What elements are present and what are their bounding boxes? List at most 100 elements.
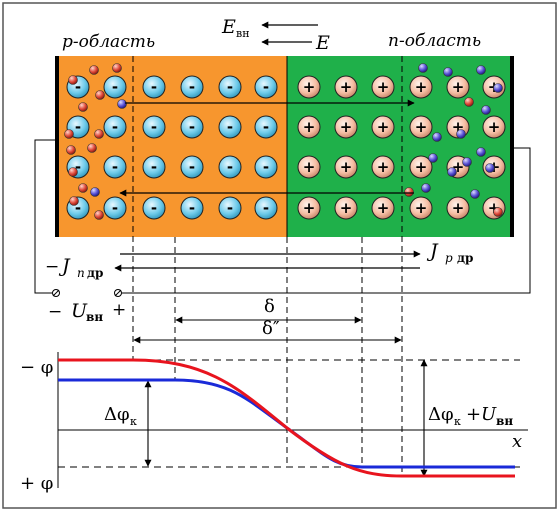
svg-text:+: + [377, 78, 390, 96]
external-field-label: E [221, 16, 236, 38]
electron [90, 187, 100, 197]
drift-n-sub1: n [77, 266, 85, 280]
acceptor-ion: - [103, 115, 127, 139]
svg-text:+: + [303, 118, 316, 136]
donor-ion: + [409, 115, 433, 139]
svg-text:+: + [340, 78, 353, 96]
drift-p-sub2: др [457, 251, 473, 265]
circuit-wire-left [34, 139, 57, 294]
dphi-subscript: к [130, 415, 137, 428]
acceptor-ion: - [254, 196, 278, 220]
acceptor-ion: - [180, 115, 204, 139]
hole [78, 102, 88, 112]
donor-ion: + [446, 75, 470, 99]
acceptor-ion: - [142, 155, 166, 179]
donor-ion: + [371, 75, 395, 99]
svg-text:-: - [112, 158, 118, 176]
svg-text:+: + [377, 118, 390, 136]
electron [418, 63, 428, 73]
hole [112, 63, 122, 73]
delta2-label: δ″ [262, 318, 280, 339]
voltage-subscript: вн [86, 310, 103, 324]
hole [95, 90, 105, 100]
hole [94, 210, 104, 220]
acceptor-ion: - [218, 75, 242, 99]
electron [432, 132, 442, 142]
acceptor-ion: - [180, 75, 204, 99]
svg-text:-: - [112, 199, 118, 217]
svg-text:+: + [303, 158, 316, 176]
svg-text:+: + [415, 118, 428, 136]
donor-ion: + [371, 196, 395, 220]
acceptor-ion: - [142, 196, 166, 220]
acceptor-ion: - [218, 155, 242, 179]
acceptor-ion: - [180, 155, 204, 179]
svg-text:-: - [112, 118, 118, 136]
svg-text:-: - [263, 199, 269, 217]
drift-n-minus: − [45, 257, 59, 277]
donor-ion: + [334, 155, 358, 179]
dphi-total-plus: + [466, 404, 481, 425]
acceptor-ion: - [254, 155, 278, 179]
hole [68, 75, 78, 85]
svg-text:-: - [263, 158, 269, 176]
svg-text:+: + [340, 158, 353, 176]
svg-text:+: + [452, 199, 465, 217]
svg-text:-: - [151, 199, 157, 217]
voltage-label: U [71, 300, 88, 322]
drift-p-label: J [426, 240, 439, 262]
donor-ion: + [482, 196, 506, 220]
acceptor-ion: - [103, 196, 127, 220]
electron [447, 167, 457, 177]
svg-text:-: - [263, 78, 269, 96]
donor-ion: + [334, 115, 358, 139]
internal-field-label: E [315, 32, 330, 54]
donor-ion: + [371, 155, 395, 179]
terminal-plus-slash [114, 289, 122, 297]
voltage-minus-sign: − [48, 302, 62, 322]
electron [493, 83, 503, 93]
donor-ion: + [446, 196, 470, 220]
svg-text:+: + [303, 199, 316, 217]
acceptor-ion: - [103, 75, 127, 99]
drift-p-sub1: p [445, 251, 453, 265]
electron [428, 153, 438, 163]
acceptor-ion: - [142, 75, 166, 99]
acceptor-ion: - [218, 115, 242, 139]
donor-ion: + [297, 155, 321, 179]
drift-n-label: J [58, 255, 71, 277]
svg-text:-: - [151, 158, 157, 176]
svg-text:-: - [75, 78, 81, 96]
hole [66, 145, 76, 155]
electron [443, 67, 453, 77]
n-region-block [287, 56, 512, 237]
svg-text:+: + [377, 199, 390, 217]
hole [87, 143, 97, 153]
donor-ion: + [297, 75, 321, 99]
drift-n-sub2: др [87, 266, 103, 280]
acceptor-ion: - [103, 155, 127, 179]
donor-ion: + [409, 75, 433, 99]
svg-text:-: - [227, 158, 233, 176]
donor-ion: + [409, 196, 433, 220]
svg-text:-: - [151, 78, 157, 96]
svg-text:-: - [75, 158, 81, 176]
donor-ion: + [334, 196, 358, 220]
electron [456, 129, 466, 139]
svg-text:-: - [263, 118, 269, 136]
ion-lattice: ------++++++------++++++------++++++----… [66, 75, 506, 220]
electron [470, 189, 480, 199]
donor-ion: + [334, 75, 358, 99]
dphi-total-label: Δφ [428, 404, 454, 425]
free-carriers [64, 63, 503, 220]
dphi-label: Δφ [104, 404, 130, 425]
acceptor-ion: - [218, 196, 242, 220]
n-region-label: n-область [388, 31, 481, 51]
voltage-plus-sign: + [112, 300, 126, 320]
electron [462, 157, 472, 167]
donor-ion: + [409, 155, 433, 179]
svg-text:+: + [303, 78, 316, 96]
svg-text:+: + [340, 199, 353, 217]
plus-phi-label: + φ [20, 473, 53, 494]
